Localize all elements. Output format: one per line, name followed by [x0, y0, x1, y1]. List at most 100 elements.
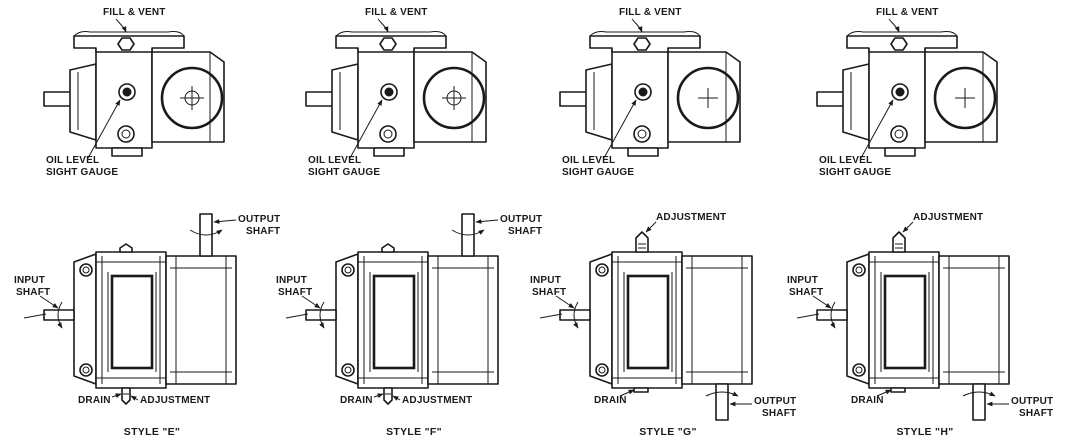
bolt-boss-bottom	[341, 363, 355, 377]
output-leader	[213, 219, 237, 224]
input-bearing-cap	[842, 63, 870, 141]
input-label-line1: INPUT	[14, 275, 45, 286]
input-shaft	[43, 309, 75, 321]
window-cross	[180, 86, 204, 110]
input-shaft-stub	[559, 91, 589, 107]
top-plug	[119, 243, 133, 253]
sight-gauge-glass	[384, 87, 394, 97]
input-shaft	[816, 309, 848, 321]
output-shaft	[972, 383, 986, 421]
bolt-boss-top	[341, 263, 355, 277]
adjustment-screw	[892, 231, 906, 253]
drain-leader	[111, 393, 122, 398]
base-foot	[111, 147, 143, 157]
oil-level-label: OIL LEVEL	[562, 155, 615, 166]
inspection-window	[422, 66, 486, 130]
input-bearing-cap	[585, 63, 613, 141]
sight-gauge-arrow	[87, 99, 121, 159]
output-rotation-arrow	[189, 229, 223, 236]
bolt-boss-top	[852, 263, 866, 277]
sight-gauge-label: SIGHT GAUGE	[308, 167, 380, 178]
sight-gauge-label: SIGHT GAUGE	[819, 167, 891, 178]
gear-case	[681, 255, 753, 385]
input-leader	[812, 295, 832, 309]
bolt-boss	[117, 125, 135, 143]
oil-level-label: OIL LEVEL	[819, 155, 872, 166]
top-plug	[381, 243, 395, 253]
adjustment-leader	[902, 221, 914, 233]
style-caption: STYLE "G"	[639, 426, 697, 438]
fill-vent-label: FILL & VENT	[876, 7, 939, 18]
adjustment-label: ADJUSTMENT	[140, 395, 210, 406]
drain-plug	[633, 387, 649, 393]
plan-view-3: INPUTSHAFTOUTPUTSHAFTADJUSTMENTDRAINSTYL…	[530, 212, 796, 438]
output-label-line2: SHAFT	[246, 226, 280, 237]
input-leader	[555, 295, 575, 309]
output-label-line2: SHAFT	[508, 226, 542, 237]
window-cross	[955, 88, 975, 108]
input-shaft-stub	[305, 91, 335, 107]
bolt-boss-top	[79, 263, 93, 277]
inspection-window	[160, 66, 224, 130]
sight-gauge-arrow	[349, 99, 383, 159]
inner-window	[372, 274, 416, 370]
drain-label: DRAIN	[340, 395, 373, 406]
base-foot	[627, 147, 659, 157]
sight-gauge-label: SIGHT GAUGE	[562, 167, 634, 178]
output-label-line2: SHAFT	[1019, 408, 1053, 419]
style-caption: STYLE "F"	[386, 426, 442, 438]
worm-housing	[611, 251, 683, 389]
adjustment-label: ADJUSTMENT	[656, 212, 726, 223]
output-leader	[475, 219, 499, 224]
output-rotation-arrow	[962, 391, 996, 397]
input-leader	[301, 295, 321, 309]
gear-case	[938, 255, 1010, 385]
output-rotation-arrow	[705, 391, 739, 397]
vent-plug-hex	[890, 37, 908, 51]
adjustment-screw	[635, 231, 649, 253]
window-cross	[698, 88, 718, 108]
sight-gauge-arrow	[860, 99, 894, 159]
inner-window	[110, 274, 154, 370]
inspection-window	[933, 66, 997, 130]
input-rotation-arrow	[319, 301, 325, 329]
adjustment-label: ADJUSTMENT	[913, 212, 983, 223]
fill-vent-label: FILL & VENT	[103, 7, 166, 18]
adjustment-screw	[383, 387, 393, 405]
bolt-boss-bottom	[79, 363, 93, 377]
bolt-boss-top	[595, 263, 609, 277]
oil-level-label: OIL LEVEL	[308, 155, 361, 166]
sight-gauge-glass	[895, 87, 905, 97]
sight-gauge-arrow	[603, 99, 637, 159]
adjustment-leader	[392, 395, 401, 401]
input-label-line1: INPUT	[276, 275, 307, 286]
style-caption: STYLE "E"	[124, 426, 180, 438]
oil-level-label: OIL LEVEL	[46, 155, 99, 166]
vent-plug-hex	[379, 37, 397, 51]
drain-label: DRAIN	[594, 395, 627, 406]
fill-vent-label: FILL & VENT	[619, 7, 682, 18]
input-label-line2: SHAFT	[278, 287, 312, 298]
adjustment-leader	[130, 395, 139, 401]
output-shaft	[715, 383, 729, 421]
drain-leader	[373, 393, 384, 398]
fill-vent-label: FILL & VENT	[365, 7, 428, 18]
fill-vent-arrow	[631, 18, 643, 33]
output-label-line2: SHAFT	[762, 408, 796, 419]
fill-vent-arrow	[377, 18, 389, 33]
input-rotation-arrow	[57, 301, 63, 329]
bolt-boss-bottom	[595, 363, 609, 377]
input-leader	[39, 295, 59, 309]
adjustment-label: ADJUSTMENT	[402, 395, 472, 406]
output-label-line1: OUTPUT	[500, 214, 542, 225]
bolt-boss	[890, 125, 908, 143]
input-label-line1: INPUT	[530, 275, 561, 286]
output-label-line1: OUTPUT	[754, 396, 796, 407]
sight-gauge-glass	[122, 87, 132, 97]
